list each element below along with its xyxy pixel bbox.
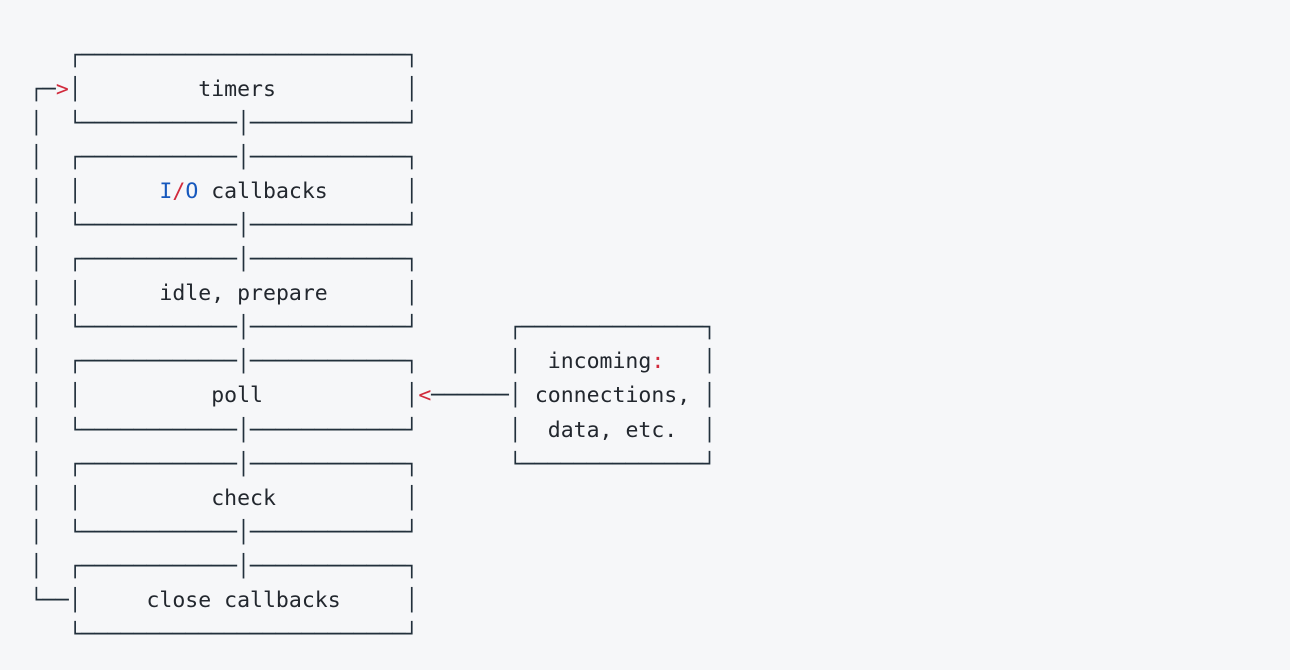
ascii-art-canvas: ┌─────────────────────────┐ ┌─>│ timers … (29, 42, 717, 648)
